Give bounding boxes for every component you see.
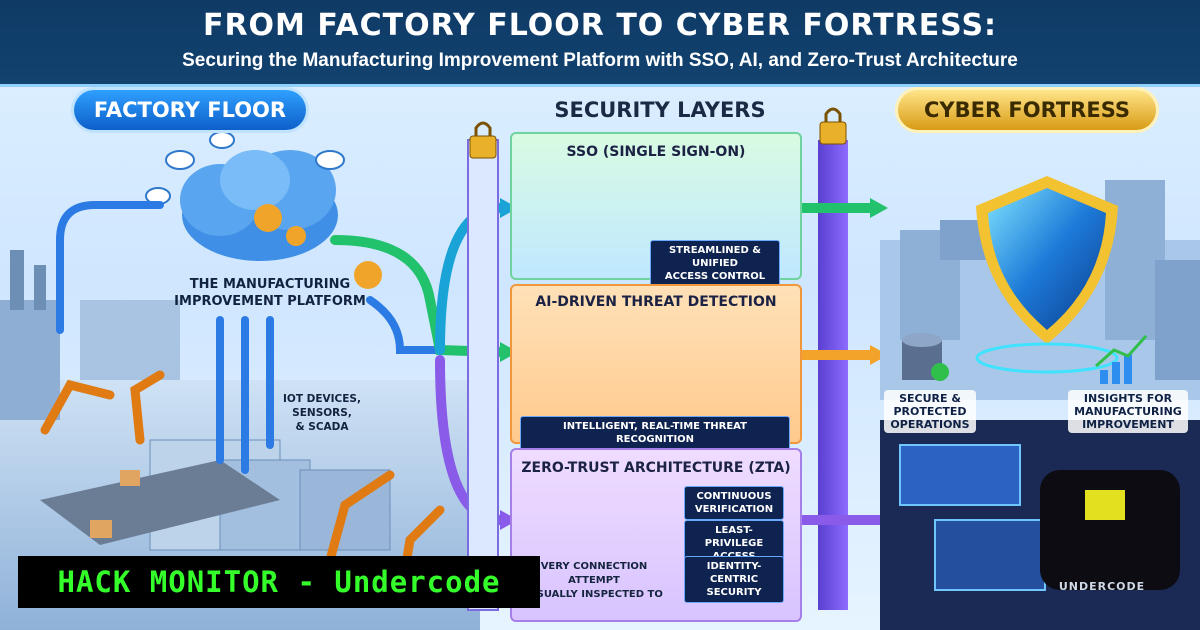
factory-buildings-illustration	[0, 250, 391, 551]
sso-tag-line1: STREAMLINED & UNIFIED	[668, 245, 762, 269]
database-icon	[902, 333, 949, 381]
zta-item-line1: CONTINUOUS	[696, 491, 772, 502]
ai-heading: AI-DRIVEN THREAT DETECTION	[535, 294, 777, 310]
cyber-fortress-label: CYBER FORTRESS	[898, 90, 1156, 130]
sso-panel: SSO (SINGLE SIGN-ON) STREAMLINED & UNIFI…	[510, 132, 802, 287]
page-title: FROM FACTORY FLOOR TO CYBER FORTRESS:	[202, 8, 998, 43]
zta-item-line2: VERIFICATION	[694, 504, 774, 515]
page-subtitle: Securing the Manufacturing Improvement P…	[182, 50, 1018, 71]
iot-devices-label: IOT DEVICES, SENSORS, & SCADA	[262, 392, 382, 434]
factory-floor-label: FACTORY FLOOR	[74, 90, 306, 130]
ai-panel: AI-DRIVEN THREAT DETECTION INTELLIGENT, …	[510, 284, 802, 450]
header-banner: FROM FACTORY FLOOR TO CYBER FORTRESS: Se…	[0, 0, 1200, 87]
output-arrows	[795, 203, 885, 525]
ops-line1: SECURE &	[899, 392, 961, 405]
lock-icon	[469, 107, 847, 159]
sso-tag-line2: ACCESS CONTROL	[664, 271, 766, 282]
zta-item-line1: LEAST-PRIVILEGE	[704, 525, 764, 549]
platform-label-line1: THE MANUFACTURING	[189, 277, 351, 292]
chart-icon	[1095, 334, 1148, 384]
security-bar-right	[818, 140, 848, 610]
ai-tag: INTELLIGENT, REAL-TIME THREAT RECOGNITIO…	[520, 416, 790, 450]
data-flow-arrows	[56, 201, 444, 474]
insights-label: INSIGHTS FOR MANUFACTURING IMPROVEMENT	[1068, 390, 1188, 433]
sso-heading: SSO (SINGLE SIGN-ON)	[566, 144, 746, 160]
cloud-icon-small	[145, 131, 345, 205]
zta-item-line1: IDENTITY-CENTRIC	[706, 561, 762, 585]
zta-note-line1: VERY CONNECTION ATTEMPT	[540, 561, 648, 586]
insights-line1: INSIGHTS FOR	[1083, 392, 1173, 405]
secure-operations-label: SECURE & PROTECTED OPERATIONS	[884, 390, 976, 433]
security-layers-title: SECURITY LAYERS	[554, 98, 766, 122]
zta-item-line2: SECURITY	[706, 587, 762, 598]
gear-icon	[254, 204, 382, 289]
zta-note-line2: VISUALLY INSPECTED TO	[525, 589, 663, 600]
hack-monitor-watermark: HACK MONITOR - Undercode	[18, 556, 540, 608]
platform-label-line2: IMPROVEMENT PLATFORM	[174, 294, 366, 309]
sso-tag: STREAMLINED & UNIFIED ACCESS CONTROL	[650, 240, 780, 287]
zta-heading: ZERO-TRUST ARCHITECTURE (ZTA)	[521, 460, 791, 476]
iot-label-line1: IOT DEVICES, SENSORS,	[282, 393, 361, 419]
shield-icon	[975, 176, 1119, 374]
iot-label-line2: & SCADA	[295, 421, 349, 433]
security-bar-left	[467, 139, 499, 611]
ops-line2: PROTECTED	[893, 405, 967, 418]
zta-note: VERY CONNECTION ATTEMPT VISUALLY INSPECT…	[514, 560, 674, 602]
undercode-logo-text: UNDERCODE	[1058, 580, 1146, 593]
ops-line3: OPERATIONS	[890, 418, 970, 431]
insights-line3: IMPROVEMENT	[1082, 418, 1174, 431]
hacker-mascot	[1040, 470, 1180, 590]
insights-line2: MANUFACTURING	[1074, 405, 1182, 418]
zta-item-identity-centric: IDENTITY-CENTRIC SECURITY	[684, 556, 784, 603]
cloud-icon	[180, 150, 338, 261]
zta-item-continuous-verification: CONTINUOUS VERIFICATION	[684, 486, 784, 520]
platform-label: THE MANUFACTURING IMPROVEMENT PLATFORM	[170, 276, 370, 310]
zta-panel: ZERO-TRUST ARCHITECTURE (ZTA) CONTINUOUS…	[510, 448, 802, 622]
